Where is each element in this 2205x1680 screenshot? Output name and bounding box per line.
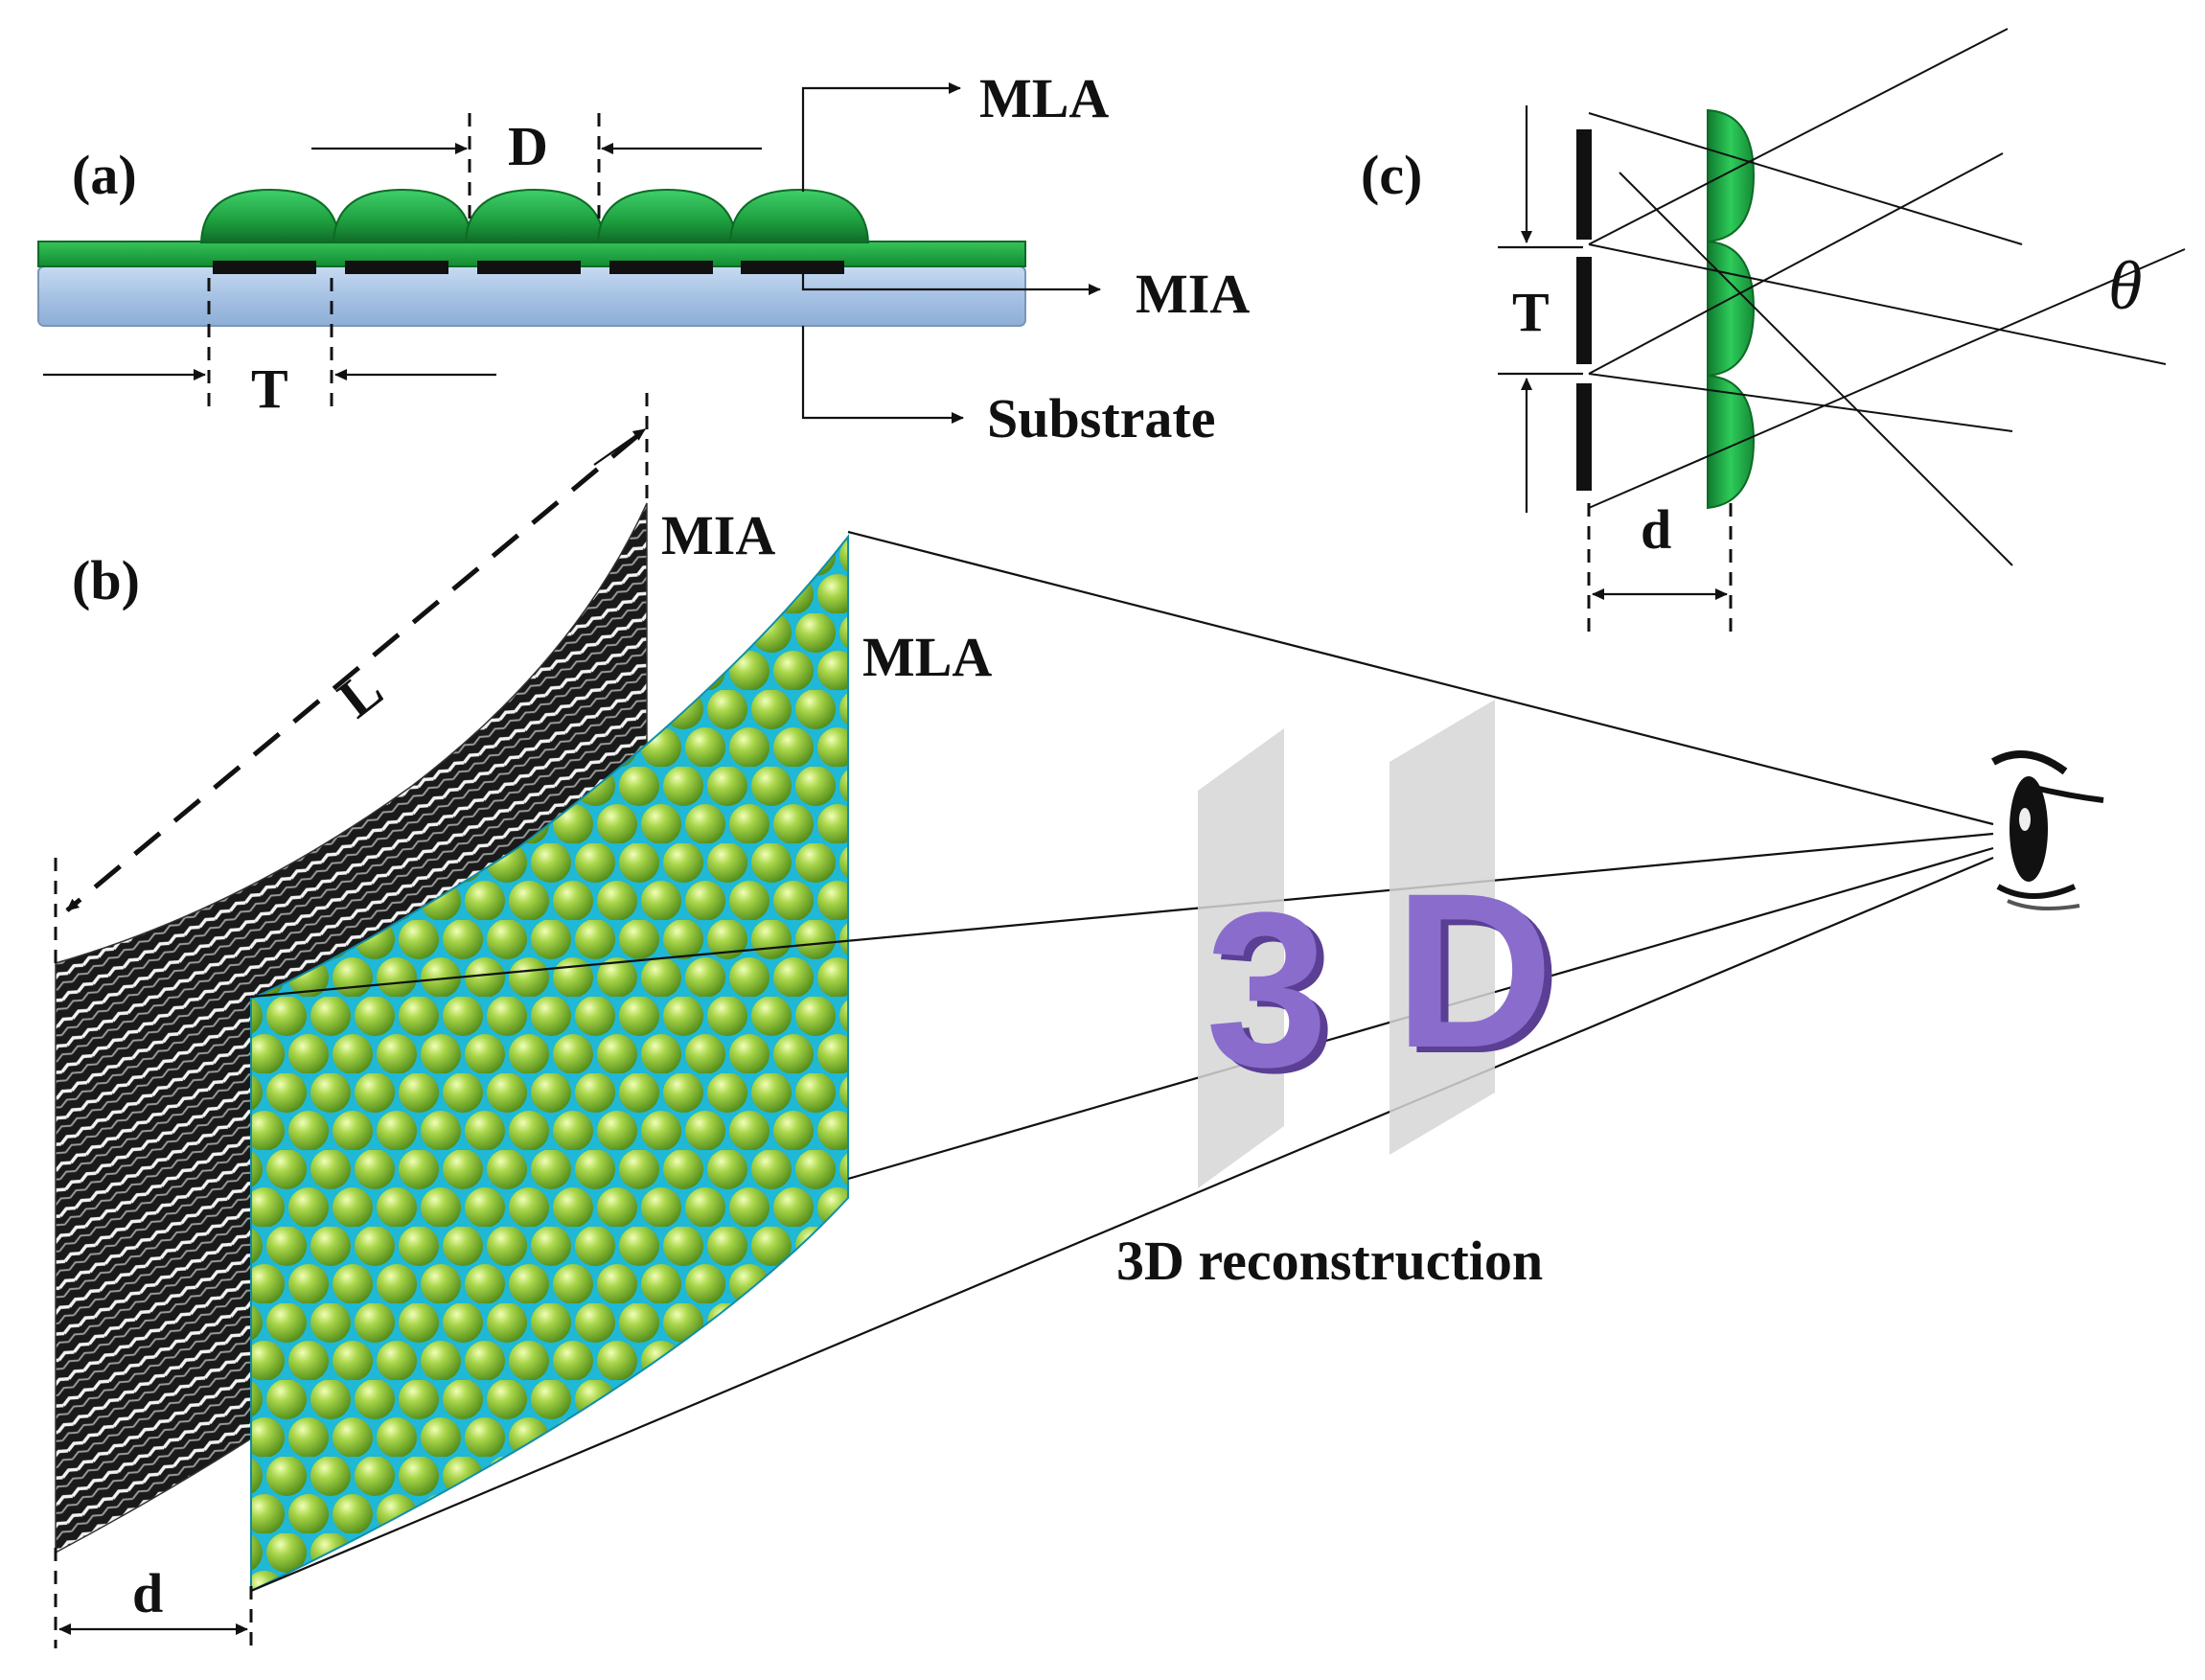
- label-d-b: d: [132, 1562, 163, 1624]
- caption-3d-reconstruction: 3D reconstruction: [1116, 1230, 1543, 1292]
- substrate: [37, 265, 1026, 327]
- panel-c: (c) T: [1361, 28, 2186, 633]
- panel-a: (a) D T: [37, 67, 1250, 449]
- letter-D-face: D: [1394, 847, 1553, 1093]
- panel-c-tag: (c): [1361, 144, 1422, 206]
- mia-pixels-c: [1576, 129, 1592, 491]
- microlens-array-a: [199, 188, 870, 243]
- letter-3: 3: [1213, 872, 1336, 1118]
- letter-3-face: 3: [1206, 866, 1328, 1113]
- panel-b-tag: (b): [72, 549, 140, 611]
- ray-lines-c: [1588, 28, 2186, 566]
- label-d-c: d: [1641, 498, 1671, 561]
- label-T-c: T: [1512, 281, 1550, 343]
- image-plane-2: [1390, 700, 1495, 1155]
- panel-b: (b) L d MIA MLA: [54, 393, 2104, 1648]
- mia-pixels: [213, 261, 844, 274]
- label-MIA-b: MIA: [661, 504, 775, 566]
- label-MIA-a: MIA: [1136, 263, 1250, 325]
- label-L: L: [327, 657, 395, 729]
- label-substrate: Substrate: [987, 387, 1215, 449]
- label-T-a: T: [251, 357, 288, 420]
- label-D-a: D: [508, 115, 548, 177]
- label-MLA-a: MLA: [979, 67, 1109, 129]
- label-theta: θ: [2108, 247, 2142, 324]
- microlens-array-c: [1707, 108, 1756, 510]
- eye-icon: [1991, 750, 2104, 910]
- label-MLA-b: MLA: [862, 626, 992, 688]
- letter-D: D: [1402, 853, 1561, 1099]
- image-plane-1: [1198, 728, 1284, 1188]
- panel-a-tag: (a): [72, 144, 137, 206]
- reconstruction-planes: 3 3 D D: [1198, 700, 1561, 1188]
